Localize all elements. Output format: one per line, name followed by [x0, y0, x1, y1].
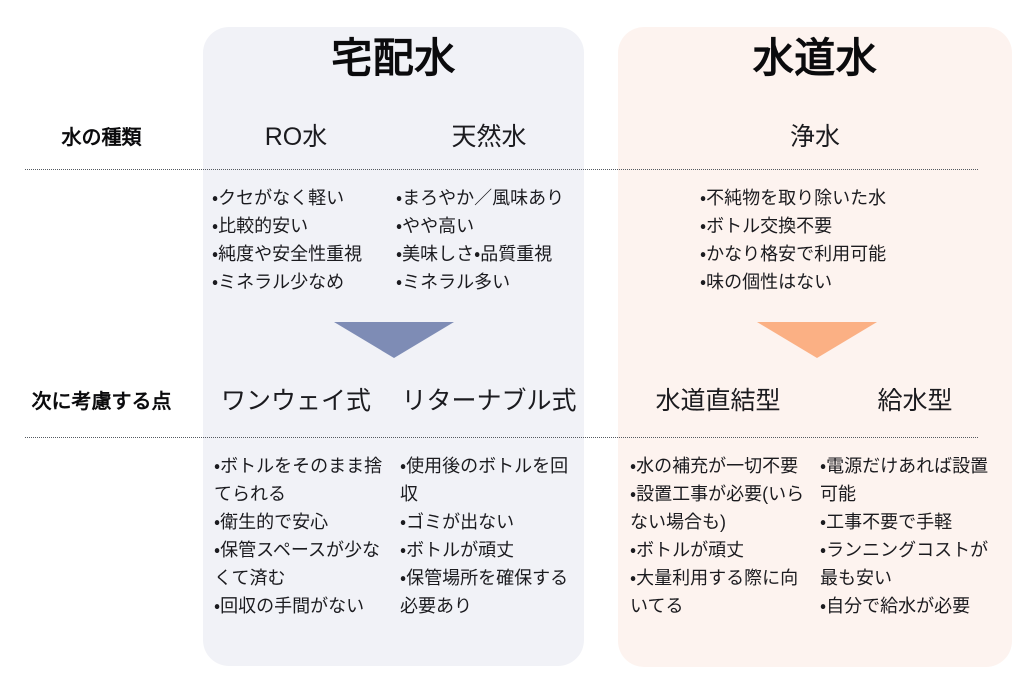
bullet-item: ・ボトルをそのまま捨てられる	[214, 456, 383, 504]
bullet-list-chokketsu: ・水の補充が一切不要・設置工事が必要(いらない場合も) ・ボトルが頑丈・大量利用す…	[630, 452, 814, 620]
divider-top	[25, 169, 978, 170]
bullet-item: ・不純物を取り除いた水	[700, 188, 887, 208]
group-title-suidousui: 水道水	[752, 35, 878, 81]
bullet-item: ・設置工事が必要(いらない場合も)	[630, 484, 805, 532]
column-header-ro: RO水	[264, 123, 328, 151]
bullet-list-returnable: ・使用後のボトルを回収・ゴミが出ない・ボトルが頑丈・保管場所を確保する必要あり	[400, 452, 578, 620]
column-header-chokketsu: 水道直結型	[655, 387, 781, 415]
group-title-takuhaisui: 宅配水	[331, 35, 456, 81]
down-triangle-icon-suidousui	[757, 322, 877, 358]
divider-bottom	[25, 437, 978, 438]
bullet-item: ・まろやか／風味あり	[396, 188, 565, 208]
row-label-next-consideration: 次に考慮する点	[31, 391, 172, 413]
bullet-item: ・使用後のボトルを回収	[400, 456, 569, 504]
bullet-item: ・保管スペースが少なくて済む	[214, 540, 380, 588]
bullet-item: ・水の補充が一切不要	[630, 456, 799, 476]
bullet-item: ・ランニングコストが最も安い	[820, 540, 989, 588]
down-triangle-icon-takuhaisui	[334, 322, 454, 358]
column-header-kyuusui: 給水型	[877, 387, 953, 415]
bullet-item: ・やや高い	[396, 216, 475, 236]
bullet-item: ・ミネラル多い	[396, 272, 511, 292]
bullet-item: ・美味しさ・品質重視	[396, 244, 553, 264]
column-header-oneway: ワンウェイ式	[220, 387, 371, 415]
bullet-item: ・ボトル交換不要	[700, 216, 833, 236]
bullet-item: ・ミネラル少なめ	[212, 272, 345, 292]
bullet-item: ・衛生的で安心	[214, 512, 329, 532]
bullet-list-tennensui: ・まろやか／風味あり・やや高い・美味しさ・品質重視・ミネラル多い	[396, 184, 584, 296]
bullet-item: ・大量利用する際に向いてる	[630, 568, 799, 616]
bullet-list-oneway: ・ボトルをそのまま捨てられる・衛生的で安心・保管スペースが少なくて済む・回収の手…	[214, 452, 386, 620]
bullet-item: ・比較的安い	[212, 216, 309, 236]
bullet-list-jousui: ・不純物を取り除いた水・ボトル交換不要・かなり格安で利用可能・味の個性はない	[700, 184, 1000, 296]
bullet-item: ・工事不要で手軽	[820, 512, 953, 532]
bullet-item: ・自分で給水が必要	[820, 596, 971, 616]
bullet-item: ・回収の手間がない	[214, 596, 365, 616]
bullet-item: ・ゴミが出ない	[400, 512, 515, 532]
bullet-list-kyuusui: ・電源だけあれば設置可能・工事不要で手軽・ランニングコストが最も安い・自分で給水…	[820, 452, 1006, 620]
column-header-tennensui: 天然水	[451, 123, 527, 151]
bullet-item: ・電源だけあれば設置可能	[820, 456, 989, 504]
bullet-list-ro: ・クセがなく軽い・比較的安い・純度や安全性重視・ミネラル少なめ	[212, 184, 388, 296]
bullet-item: ・ボトルが頑丈	[400, 540, 515, 560]
bullet-item: ・かなり格安で利用可能	[700, 244, 887, 264]
bullet-item: ・ボトルが頑丈	[630, 540, 745, 560]
bullet-item: ・純度や安全性重視	[212, 244, 363, 264]
column-header-returnable: リターナブル式	[401, 387, 577, 415]
row-label-water-type: 水の種類	[61, 127, 142, 149]
bullet-item: ・クセがなく軽い	[212, 188, 345, 208]
bullet-item: ・保管場所を確保する必要あり	[400, 568, 569, 616]
bullet-item: ・味の個性はない	[700, 272, 833, 292]
column-header-jousui: 浄水	[789, 123, 840, 151]
